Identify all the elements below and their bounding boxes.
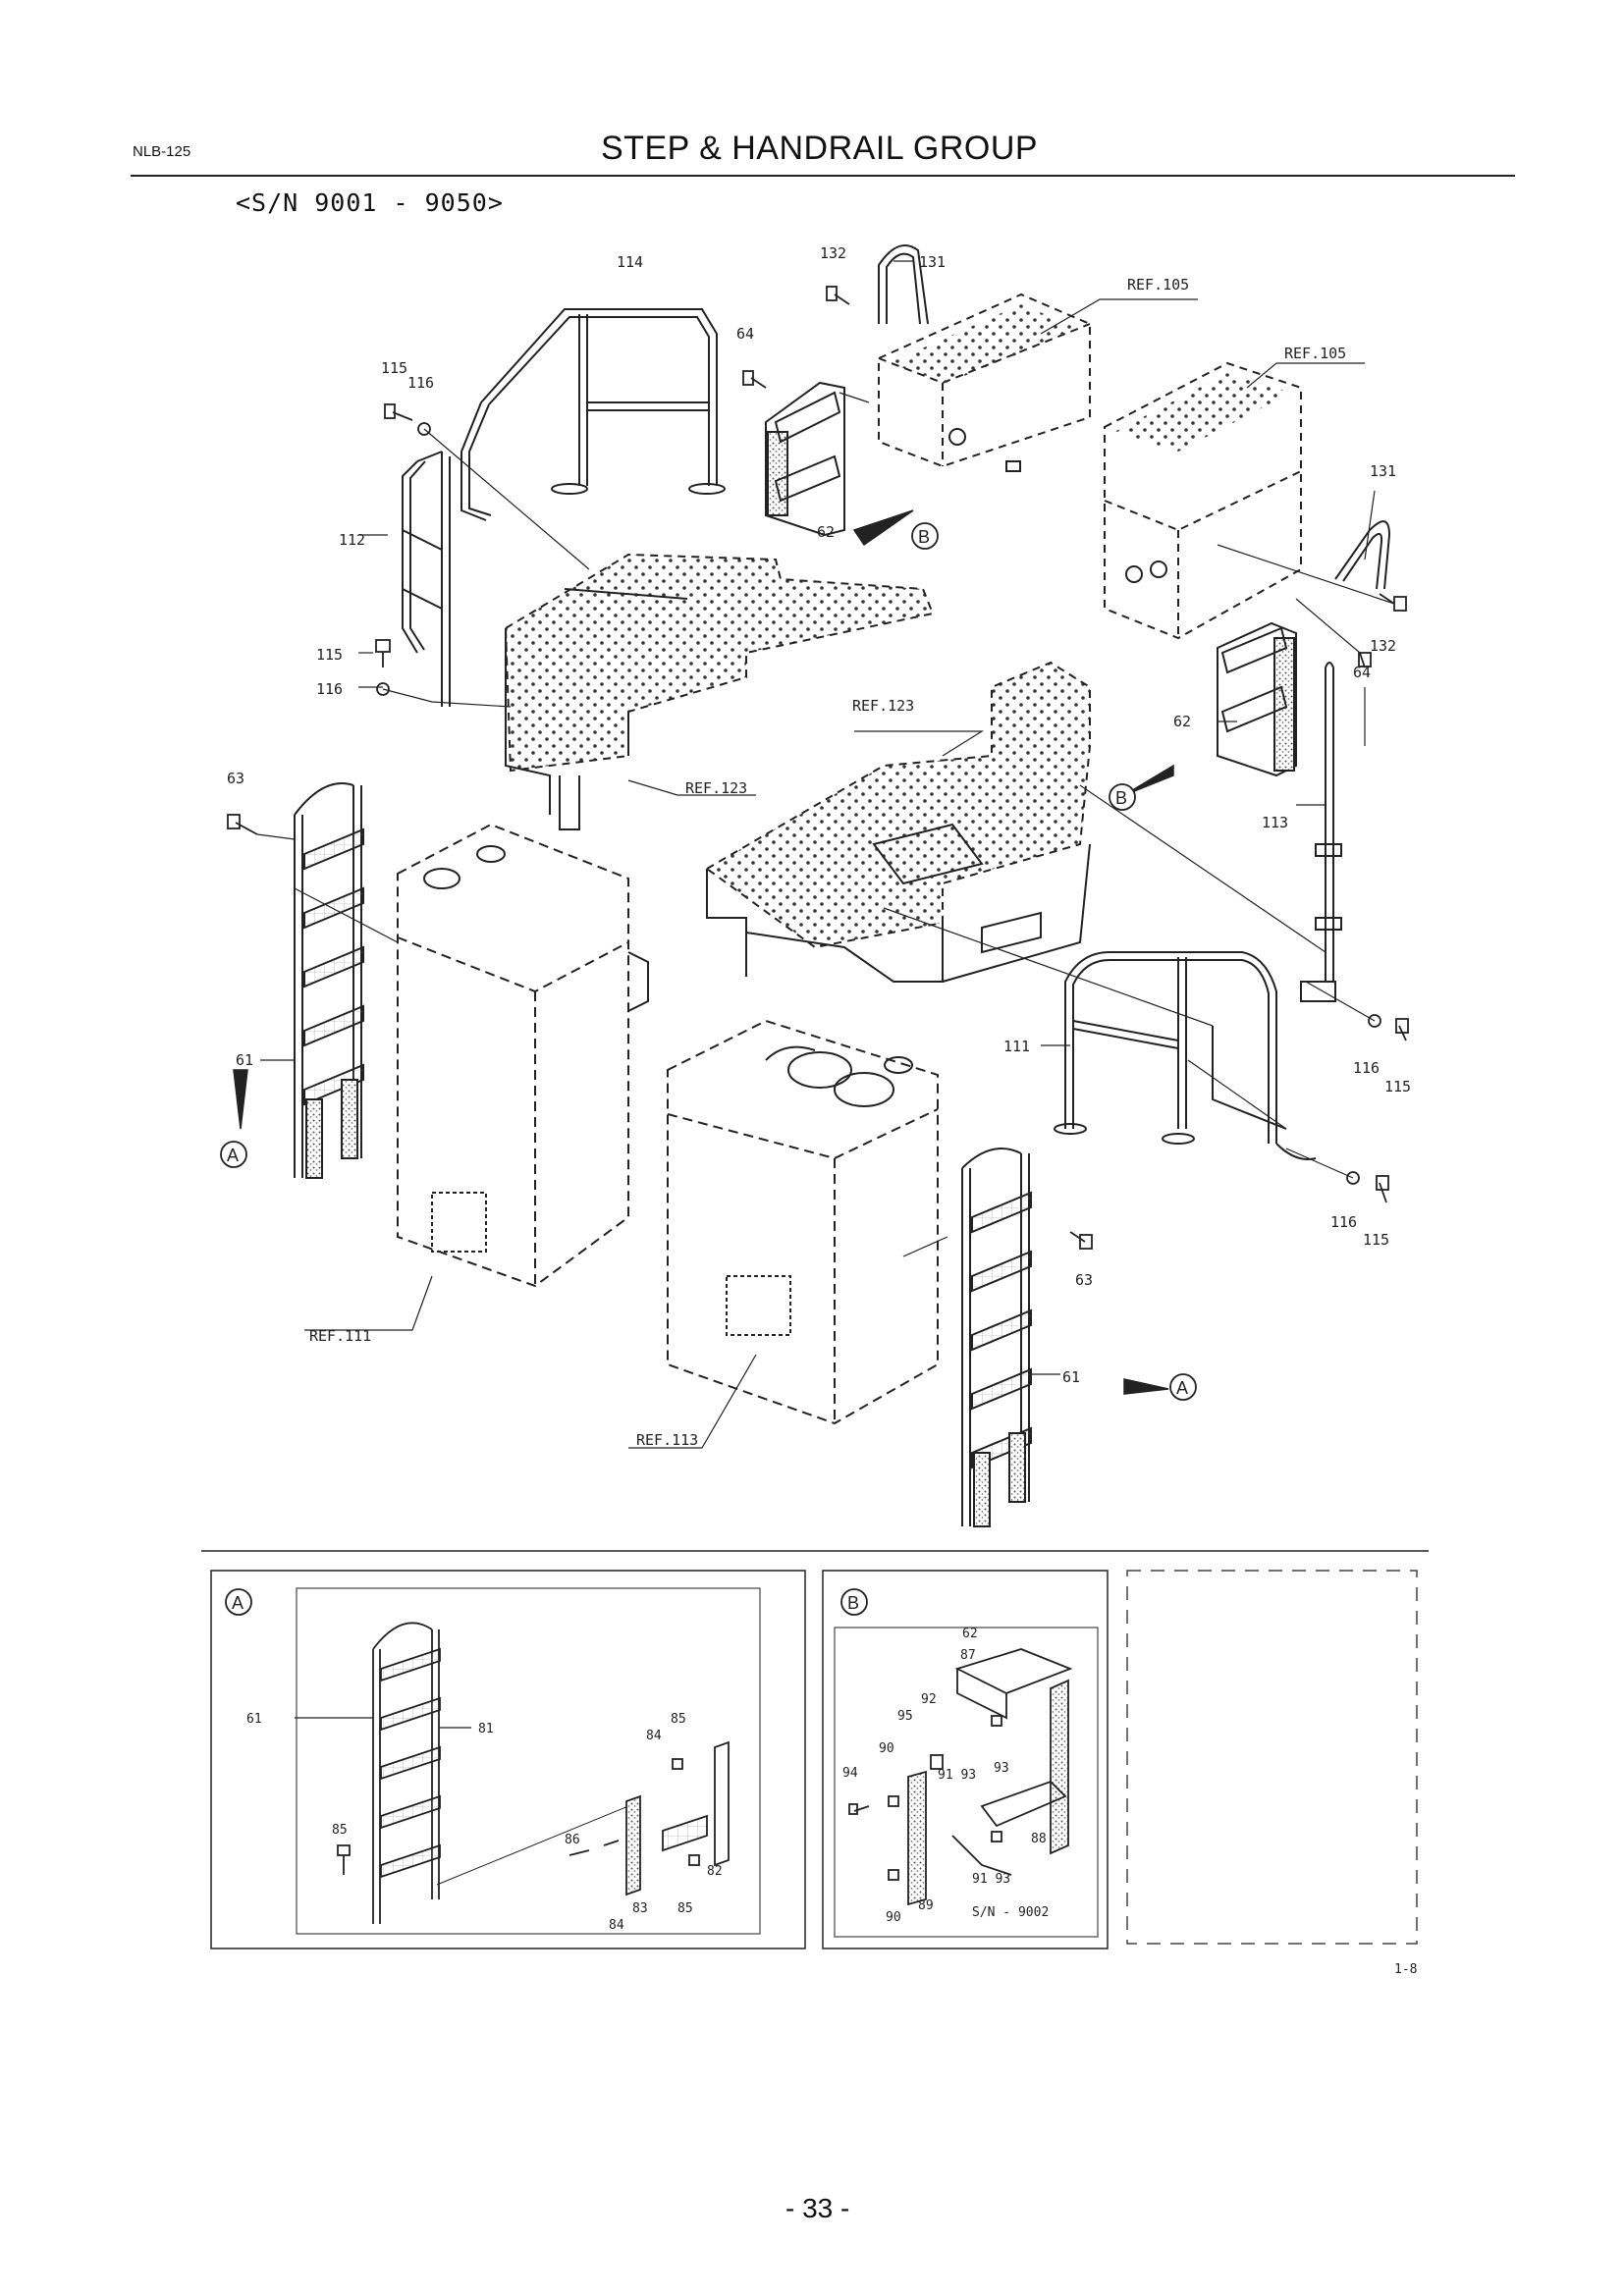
detail-b-label-90-bottom: 90 [886,1910,901,1925]
detail-b-label-95: 95 [897,1709,913,1724]
detail-b-panel: B 62 87 92 95 90 94 91 93 93 88 91 93 90… [822,1570,1109,1949]
detail-a-callout: A [232,1593,244,1613]
label-63-right: 63 [1075,1271,1093,1289]
label-112: 112 [339,531,365,549]
box-ref105-lower [1104,361,1302,640]
detail-a-label-83: 83 [632,1901,648,1916]
detail-a-label-61: 61 [246,1712,262,1727]
label-62-upper: 62 [817,523,835,541]
empty-detail-panel [1126,1570,1418,1945]
detail-b-label-87: 87 [960,1648,976,1663]
page-title: STEP & HANDRAIL GROUP [601,130,1039,167]
label-111: 111 [1003,1038,1030,1055]
ladder-61-right [961,1148,1032,1527]
detail-b-label-93: 93 [994,1761,1009,1776]
document-code: NLB-125 [133,143,191,160]
label-ref123-left: REF.123 [685,779,747,797]
callout-b-upper: B [918,527,930,547]
side-step-62-lower [1217,621,1297,777]
label-62-lower: 62 [1173,713,1191,730]
callout-a-left: A [227,1146,239,1165]
detail-b-label-9193-bottom: 91 93 [972,1872,1010,1887]
detail-b-label-9193-top: 91 93 [938,1768,976,1783]
callout-b-lower: B [1115,788,1127,808]
figure-code: 1-8 [1394,1962,1417,1977]
label-ref113: REF.113 [636,1431,698,1449]
callout-arrows [233,509,1174,1395]
label-115-mid: 115 [316,646,343,664]
label-64-upper: 64 [736,325,754,343]
detail-a-panel: A 61 81 85 84 85 86 82 83 84 85 [210,1570,806,1949]
detail-a-label-84-top: 84 [646,1729,662,1743]
detail-b-label-94: 94 [842,1766,858,1781]
label-64-lower: 64 [1353,664,1371,681]
detail-a-label-85-left: 85 [332,1823,348,1838]
label-ref123-right: REF.123 [852,697,914,715]
label-115-right-upper: 115 [1384,1078,1411,1095]
label-ref105-lower: REF.105 [1284,345,1346,362]
label-61-left: 61 [236,1051,253,1069]
detail-a-label-86: 86 [565,1833,580,1847]
label-ref105-upper: REF.105 [1127,276,1189,294]
tank-ref113 [667,1019,939,1425]
detail-b-label-88: 88 [1031,1832,1047,1846]
label-114: 114 [617,253,643,271]
detail-b-label-62: 62 [962,1627,978,1641]
label-61-right: 61 [1062,1368,1080,1386]
label-115-right-lower: 115 [1363,1231,1389,1249]
serial-range: <S/N 9001 - 9050> [236,188,504,217]
label-131-lower: 131 [1370,462,1396,480]
step-platform-left [504,553,935,830]
detail-a-label-82: 82 [707,1864,723,1879]
detail-a-label-85-top: 85 [671,1712,686,1727]
ladder-61-left [294,782,364,1179]
label-116-upper: 116 [407,374,434,392]
bolts-and-washers [227,286,1409,1250]
detail-b-label-89: 89 [918,1898,934,1913]
header-divider [131,175,1515,177]
label-131-upper: 131 [919,253,946,271]
label-116-mid: 116 [316,680,343,698]
label-116-right-lower: 116 [1330,1213,1357,1231]
detail-b-serial: S/N - 9002 [972,1905,1049,1920]
detail-b-callout: B [847,1593,859,1613]
detail-b-label-90-top: 90 [879,1741,894,1756]
handrail-114 [460,308,726,521]
tank-ref111 [397,823,649,1288]
label-116-right-upper: 116 [1353,1059,1380,1077]
handrail-112 [402,451,451,707]
handrail-111 [1054,951,1317,1160]
callout-a-right: A [1176,1378,1188,1398]
side-step-62-upper [765,381,845,537]
detail-a-label-85-bottom: 85 [677,1901,693,1916]
label-ref111: REF.111 [309,1327,371,1345]
box-ref105-upper [878,293,1091,472]
step-platform-right [705,661,1091,983]
detail-a-label-81: 81 [478,1722,494,1736]
label-132-upper: 132 [820,244,846,262]
label-132-lower: 132 [1370,637,1396,655]
detail-b-label-92: 92 [921,1692,937,1707]
label-115-upper: 115 [381,359,407,377]
leader-lines [256,260,1395,1449]
handrail-113 [1300,662,1342,1002]
detail-a-label-84-bottom: 84 [609,1918,624,1933]
grab-handle-131-upper [878,244,929,325]
callout-circles [220,522,1197,1401]
page-number: - 33 - [785,2193,850,2223]
label-113: 113 [1262,814,1288,831]
grab-handle-131-lower [1334,520,1391,590]
label-63-left: 63 [227,770,244,787]
